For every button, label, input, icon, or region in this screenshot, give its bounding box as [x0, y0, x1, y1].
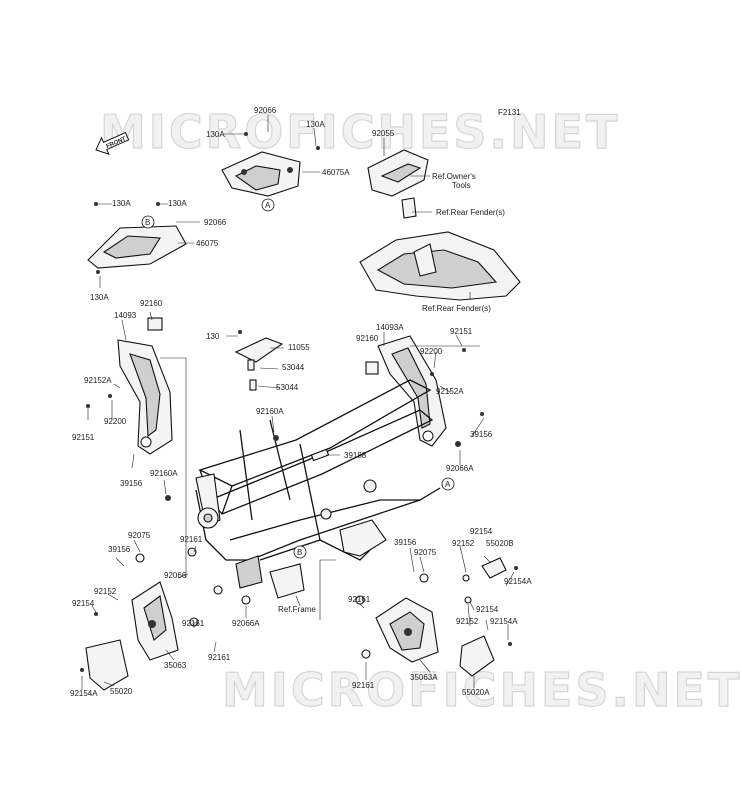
ref-rear-fender-lower: Ref.Rear Fender(s): [422, 304, 491, 313]
bracket-46075a: A: [221, 151, 301, 212]
part-label: 14093: [114, 311, 137, 320]
part-label: 130A: [90, 293, 109, 302]
rear-fender: [359, 231, 521, 301]
ref-frame: Ref.Frame: [278, 605, 316, 614]
part-label: 39156: [394, 538, 417, 547]
ref-rear-fender-upper: Ref.Rear Fender(s): [436, 208, 505, 217]
marker-b-top: [141, 215, 155, 229]
marker-b-frame: [293, 545, 307, 559]
part-label: 92161: [352, 681, 375, 690]
part-label: 55020A: [462, 688, 490, 697]
part-label: 92154A: [504, 577, 532, 586]
main-frame: B A: [195, 379, 455, 599]
watermark-top: MICROFICHES.NET: [100, 105, 620, 159]
part-label: 92151: [72, 433, 95, 442]
part-label: 39188: [344, 451, 367, 460]
part-label: 53044: [276, 383, 299, 392]
part-label: 92152A: [436, 387, 464, 396]
part-label: 92161: [348, 595, 371, 604]
part-label: 53044: [282, 363, 305, 372]
marker-b-top-label: B: [145, 218, 150, 227]
marker-a-frame-label: A: [445, 480, 451, 489]
side-bracket-right: [365, 335, 447, 447]
footpeg-bracket-left: [85, 581, 179, 691]
part-label: 55020: [110, 687, 133, 696]
part-label: 55020B: [486, 539, 514, 548]
part-label: 92066A: [446, 464, 474, 473]
part-label: 130A: [206, 130, 225, 139]
figure-code: F2131: [498, 108, 521, 117]
part-label: 92075: [414, 548, 437, 557]
part-label: 92200: [104, 417, 127, 426]
part-label: 92066: [164, 571, 187, 580]
part-label: 11055: [288, 343, 310, 352]
toolkit-holder: [367, 149, 429, 219]
part-label: 92066A: [232, 619, 260, 628]
part-label: 92160A: [256, 407, 284, 416]
footpeg-bracket-right: [375, 557, 507, 677]
ref-owners-tools-line2: Tools: [452, 181, 471, 190]
part-label: 92154A: [490, 617, 518, 626]
part-label: 39156: [108, 545, 131, 554]
part-label: 46075: [196, 239, 219, 248]
ref-labels: Ref.Owner's Tools Ref.Rear Fender(s) Ref…: [278, 172, 505, 614]
part-label: 92152: [94, 587, 117, 596]
part-label: 130A: [306, 120, 325, 129]
part-label: 92066: [254, 106, 277, 115]
marker-b-frame-label: B: [297, 548, 302, 557]
cross-bracket: [234, 337, 284, 391]
marker-a-top: [261, 198, 275, 212]
watermark-bottom: MICROFICHES.NET: [222, 663, 742, 717]
part-label: 92152A: [84, 376, 112, 385]
part-label: 92160: [356, 334, 379, 343]
part-label: 92151: [450, 327, 473, 336]
part-label: 14093A: [376, 323, 404, 332]
part-label: 35063A: [410, 673, 438, 682]
ref-owners-tools-line1: Ref.Owner's: [432, 172, 476, 181]
part-label: 35063: [164, 661, 187, 670]
part-label: 130A: [168, 199, 187, 208]
part-label: 92160A: [150, 469, 178, 478]
part-label: 39156: [470, 430, 493, 439]
part-label: 92161: [182, 619, 205, 628]
part-label: 92161: [208, 653, 231, 662]
part-label: 92055: [372, 129, 395, 138]
part-label: 92154: [72, 599, 95, 608]
part-label: 130: [206, 332, 220, 341]
part-label: 92152: [452, 539, 475, 548]
part-label: 92154: [476, 605, 499, 614]
part-label: 92160: [140, 299, 163, 308]
marker-a-top-label: A: [265, 201, 271, 210]
part-label: 92161: [180, 535, 203, 544]
part-label: 92075: [128, 531, 151, 540]
part-label: 46075A: [322, 168, 350, 177]
part-labels: 92066 130A 130A 46075A 92055 130A 130A 9…: [70, 106, 532, 698]
part-label: 130A: [112, 199, 131, 208]
leader-lines: [81, 115, 515, 690]
part-label: 92066: [204, 218, 227, 227]
part-label: 92154A: [70, 689, 98, 698]
side-bracket-left: [117, 317, 173, 455]
part-label: 39156: [120, 479, 143, 488]
part-label: 92200: [420, 347, 443, 356]
bracket-46075: B: [87, 215, 187, 269]
marker-a-frame: [441, 477, 455, 491]
part-label: 92152: [456, 617, 479, 626]
part-label: 92154: [470, 527, 493, 536]
